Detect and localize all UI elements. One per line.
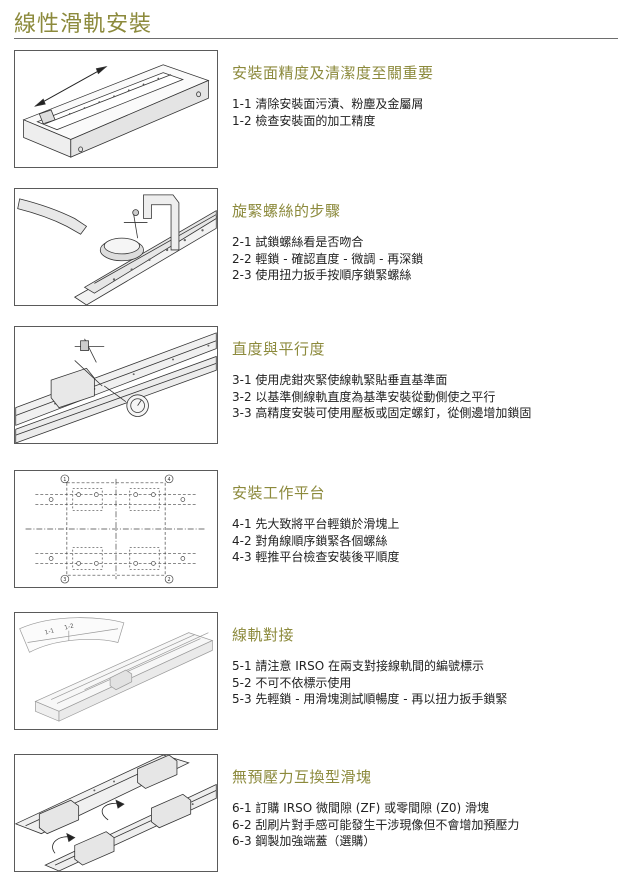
step-item: 5-1 請注意 IRSO 在兩支對接線軌間的編號標示 xyxy=(232,659,484,673)
step-item: 5-2 不可不依標示使用 xyxy=(232,675,352,690)
step-item: 6-3 鋼製加強端蓋（選購） xyxy=(232,834,376,848)
section-title: 線軌對接 xyxy=(232,626,295,644)
section-title: 直度與平行度 xyxy=(232,340,326,358)
step-item: 2-2 輕鎖 - 確認直度 - 微調 - 再深鎖 xyxy=(232,251,424,266)
bolt-order-marker: 3 xyxy=(63,577,66,583)
step-item: 1-2 檢查安裝面的加工精度 xyxy=(232,113,376,128)
rail-butt-joint-illustration: 1-1 1-2 xyxy=(14,612,218,730)
rail-joint-label: 1-2 xyxy=(64,623,75,631)
step-list: 1-1 清除安裝面污漬、粉塵及金屬屑 1-2 檢查安裝面的加工精度 xyxy=(232,96,423,129)
step-item: 2-1 試鎖螺絲看是否吻合 xyxy=(232,235,364,249)
step-item: 1-1 清除安裝面污漬、粉塵及金屬屑 xyxy=(232,97,424,111)
bolt-order-marker: 1 xyxy=(63,477,66,483)
rail-joint-label: 1-1 xyxy=(44,628,55,636)
step-list: 4-1 先大致將平台輕鎖於滑塊上 4-2 對角線順序鎖緊各個螺絲 4-3 輕推平… xyxy=(232,516,399,566)
interchangeable-block-illustration xyxy=(14,754,218,872)
step-item: 3-2 以基準側線軌直度為基準安裝從動側使之平行 xyxy=(232,389,496,404)
step-item: 6-1 訂購 IRSO 微間隙 (ZF) 或零間隙 (Z0) 滑塊 xyxy=(232,801,489,815)
section-title: 旋緊螺絲的步驟 xyxy=(232,202,341,220)
step-item: 3-3 高精度安裝可使用壓板或固定螺釘，從側邊增加鎖固 xyxy=(232,406,532,420)
step-item: 5-3 先輕鎖 - 用滑塊測試順暢度 - 再以扭力扳手鎖緊 xyxy=(232,692,508,706)
step-item: 2-3 使用扭力扳手按順序鎖緊螺絲 xyxy=(232,268,412,282)
step-item: 3-1 使用虎鉗夾緊使線軌緊貼垂直基準面 xyxy=(232,373,448,387)
step-list: 6-1 訂購 IRSO 微間隙 (ZF) 或零間隙 (Z0) 滑塊 6-2 刮刷… xyxy=(232,800,519,850)
page-title: 線性滑軌安裝 xyxy=(14,12,153,37)
step-item: 6-2 刮刷片對手感可能發生干涉現像但不會增加預壓力 xyxy=(232,817,520,832)
step-item: 4-3 輕推平台檢查安裝後平順度 xyxy=(232,550,400,564)
torque-wrench-illustration xyxy=(14,188,218,306)
section-title: 安裝面精度及清潔度至關重要 xyxy=(232,64,434,82)
work-table-layout-diagram: 1 4 3 2 xyxy=(14,470,218,588)
bolt-order-marker: 2 xyxy=(168,577,171,583)
title-divider xyxy=(14,38,618,39)
section-title: 無預壓力互換型滑塊 xyxy=(232,768,372,786)
rail-surface-illustration xyxy=(14,50,218,168)
step-item: 4-2 對角線順序鎖緊各個螺絲 xyxy=(232,533,388,548)
section-title: 安裝工作平台 xyxy=(232,484,326,502)
step-item: 4-1 先大致將平台輕鎖於滑塊上 xyxy=(232,517,400,531)
bolt-order-marker: 4 xyxy=(168,477,171,483)
step-list: 5-1 請注意 IRSO 在兩支對接線軌間的編號標示 5-2 不可不依標示使用 … xyxy=(232,658,507,708)
dial-indicator-illustration xyxy=(14,326,218,444)
step-list: 3-1 使用虎鉗夾緊使線軌緊貼垂直基準面 3-2 以基準側線軌直度為基準安裝從動… xyxy=(232,372,531,422)
step-list: 2-1 試鎖螺絲看是否吻合 2-2 輕鎖 - 確認直度 - 微調 - 再深鎖 2… xyxy=(232,234,423,284)
